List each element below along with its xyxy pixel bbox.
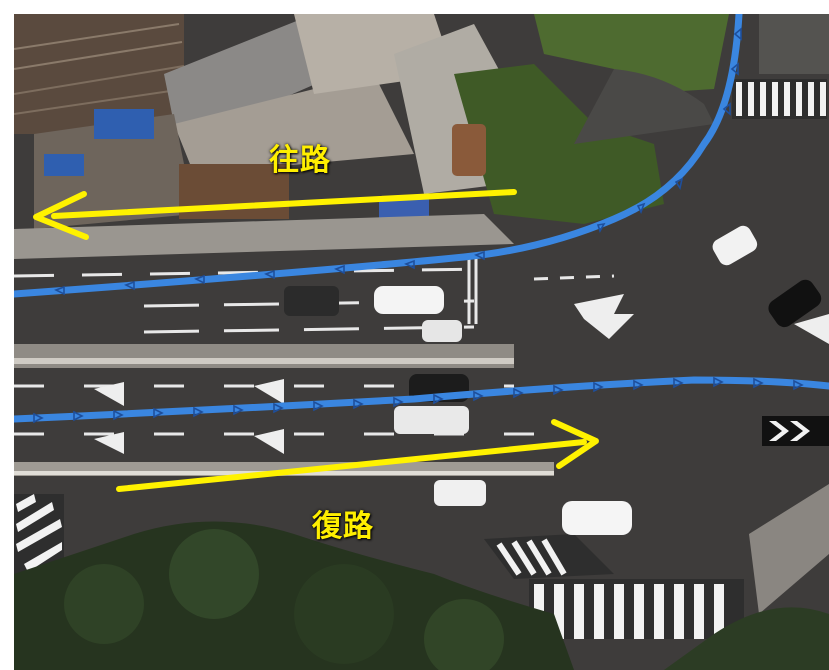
outbound-label: 往路 <box>269 143 331 178</box>
triangle-icon <box>54 27 742 296</box>
crosswalk-top <box>732 79 827 119</box>
road-arrows <box>94 294 829 454</box>
crosswalk-left <box>14 494 64 574</box>
route-outbound <box>14 14 743 298</box>
trees <box>14 521 829 670</box>
crosswalk-bottom <box>484 484 829 639</box>
map-scene <box>14 14 829 670</box>
return-label: 復路 <box>312 509 374 544</box>
aerial-map[interactable]: 往路 復路 <box>14 14 829 670</box>
arrow-icon <box>33 189 517 240</box>
route-return <box>14 376 829 424</box>
vehicles <box>284 124 822 535</box>
chevron-sign <box>762 416 829 446</box>
triangle-icon <box>33 376 804 424</box>
arrow-icon <box>116 419 599 492</box>
green-area <box>454 14 829 224</box>
